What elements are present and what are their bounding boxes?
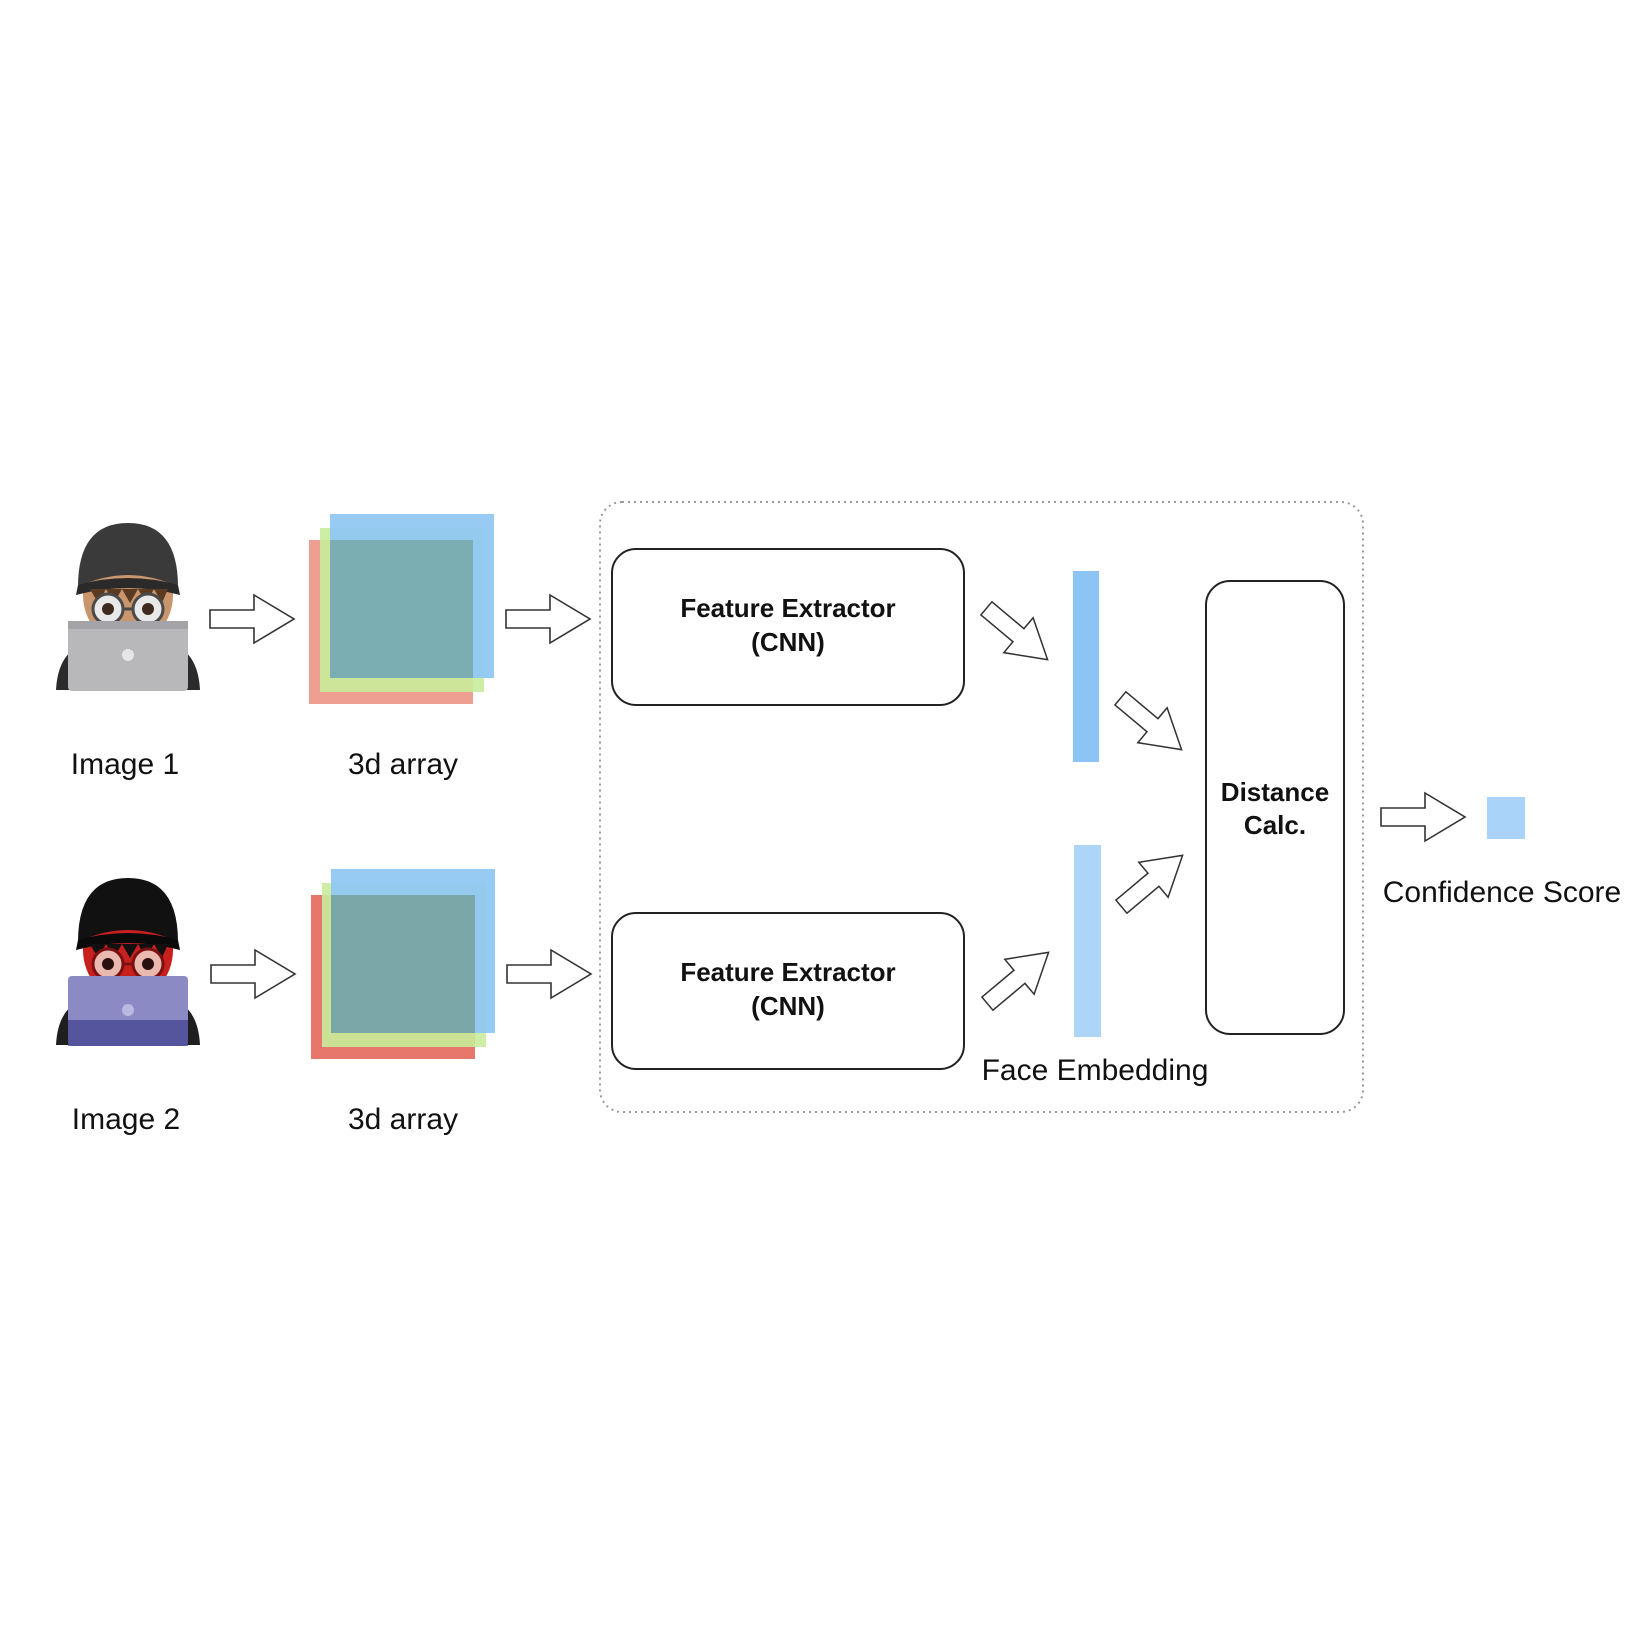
arrow-embedding2-to-distance <box>1106 837 1198 925</box>
face-embedding-vector-2 <box>1074 845 1101 1037</box>
arrow-distance-to-score <box>1380 792 1466 842</box>
distance-calc-subtitle: Calc. <box>1244 810 1306 840</box>
distance-calc-title: Distance <box>1221 777 1329 807</box>
array-2-label: 3d array <box>348 1103 458 1136</box>
arrow-array1-to-extractor1 <box>505 594 591 644</box>
image-1-label: Image 1 <box>71 748 179 781</box>
distance-calc-box: Distance Calc. <box>1205 580 1345 1035</box>
arrow-extractor2-to-embedding2 <box>972 934 1064 1022</box>
feature-extractor-title: Feature Extractor <box>680 593 895 623</box>
arrow-array2-to-extractor2 <box>506 949 592 999</box>
face-embedding-label: Face Embedding <box>982 1054 1209 1087</box>
feature-extractor-box-2: Feature Extractor (CNN) <box>611 912 965 1070</box>
array-layer-overlap <box>331 895 475 1033</box>
arrow-image1-to-array1 <box>209 594 295 644</box>
arrow-extractor1-to-embedding1 <box>971 590 1063 678</box>
arrow-image2-to-array2 <box>210 949 296 999</box>
confidence-score-square <box>1487 797 1525 839</box>
array-1-label: 3d array <box>348 748 458 781</box>
person-with-laptop-icon <box>56 878 200 1046</box>
arrow-embedding1-to-distance <box>1105 680 1197 768</box>
confidence-score-label: Confidence Score <box>1383 876 1621 909</box>
array-layer-overlap <box>330 540 473 678</box>
feature-extractor-title: Feature Extractor <box>680 957 895 987</box>
feature-extractor-box-1: Feature Extractor (CNN) <box>611 548 965 706</box>
feature-extractor-subtitle: (CNN) <box>751 991 825 1021</box>
array-stack-2 <box>311 869 495 1059</box>
array-stack-1 <box>309 514 494 704</box>
image-2-label: Image 2 <box>72 1103 180 1136</box>
face-embedding-vector-1 <box>1073 571 1099 762</box>
person-with-laptop-icon <box>56 523 200 691</box>
feature-extractor-subtitle: (CNN) <box>751 627 825 657</box>
